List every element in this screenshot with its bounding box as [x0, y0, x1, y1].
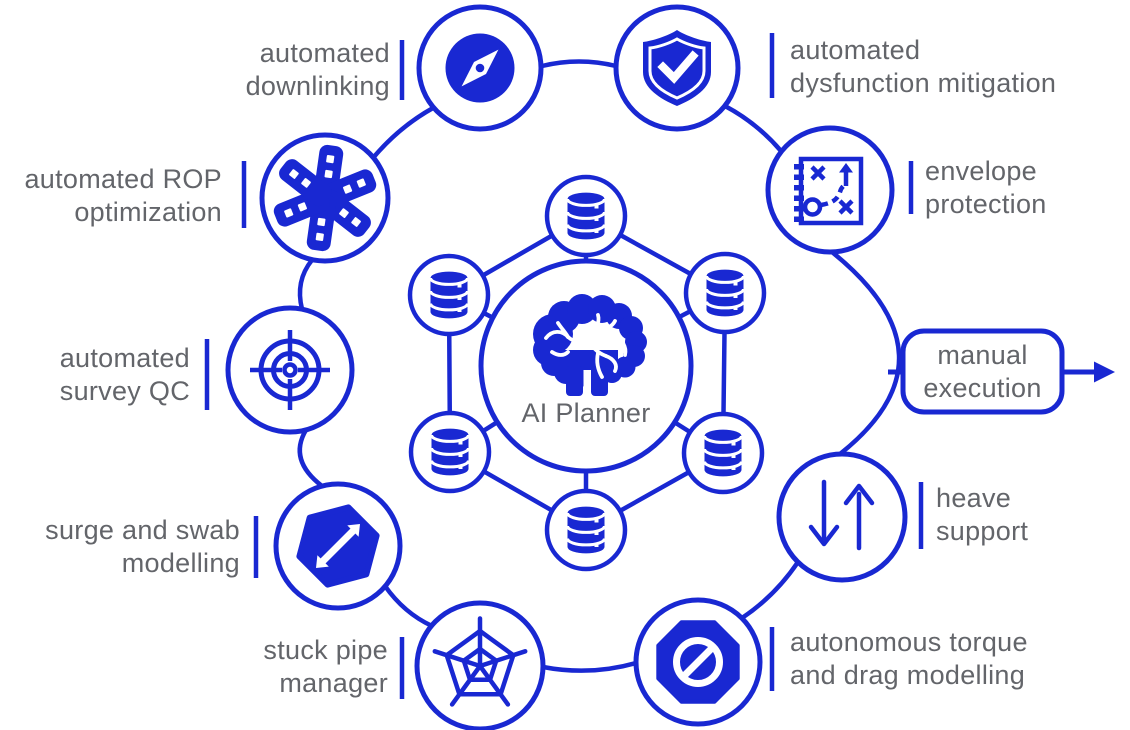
label-rop-optimization: automated ROP optimization	[24, 163, 222, 229]
label-separator-bars	[204, 33, 924, 699]
prohibition-octagon-icon	[656, 620, 740, 704]
label-automated-downlinking: automated downlinking	[246, 37, 390, 103]
label-line: stuck pipe	[263, 635, 388, 665]
drill-bit-icon	[273, 144, 377, 252]
label-line: dysfunction mitigation	[790, 68, 1057, 98]
node-envelope-protection	[765, 125, 895, 255]
label-envelope-protection: envelope protection	[925, 155, 1047, 221]
label-stuck-pipe: stuck pipe manager	[263, 634, 388, 700]
label-line: optimization	[74, 197, 222, 227]
label-line: survey QC	[59, 376, 190, 406]
up-down-arrows-icon	[808, 479, 875, 551]
label-line: support	[936, 516, 1029, 546]
label-line: modelling	[121, 548, 240, 578]
manual-execution-box	[900, 328, 1065, 415]
spider-web-icon	[432, 616, 528, 707]
label-line: AI Planner	[521, 398, 651, 428]
label-line: heave	[936, 483, 1012, 513]
shield-check-icon	[643, 30, 711, 106]
crosshair-target-icon	[250, 330, 330, 410]
label-line: automated ROP	[24, 164, 222, 194]
label-dysfunction-mitigation: automated dysfunction mitigation	[790, 34, 1056, 100]
label-line: manual	[937, 340, 1028, 370]
label-line: automated	[259, 38, 390, 68]
label-torque-drag: autonomous torque and drag modelling	[790, 626, 1028, 692]
datastore-nodes	[407, 174, 767, 572]
label-survey-qc: automated survey QC	[60, 342, 190, 408]
label-line: automated	[59, 343, 190, 373]
outer-ring-connectors	[297, 59, 902, 673]
label-line: automated	[790, 35, 921, 65]
strategy-plan-icon	[794, 156, 864, 226]
label-surge-swab: surge and swab modelling	[45, 514, 240, 580]
compass-icon	[445, 33, 515, 103]
label-line: surge and swab	[45, 515, 240, 545]
label-line: and drag modelling	[790, 660, 1026, 690]
label-heave-support: heave support	[936, 482, 1028, 548]
node-survey-qc	[225, 305, 355, 435]
node-heave-support	[776, 451, 908, 583]
label-manual-execution: manual execution	[903, 339, 1062, 405]
label-line: autonomous torque	[790, 627, 1028, 657]
label-line: manager	[279, 668, 388, 698]
label-line: downlinking	[245, 71, 390, 101]
label-ai-planner: AI Planner	[486, 397, 686, 430]
diagonal-arrows-hexagon-icon	[296, 504, 380, 588]
label-line: execution	[923, 373, 1042, 403]
label-line: protection	[925, 189, 1047, 219]
brain-icon	[533, 294, 647, 398]
right-arrow-icon	[1094, 361, 1115, 383]
label-line: envelope	[925, 156, 1037, 186]
